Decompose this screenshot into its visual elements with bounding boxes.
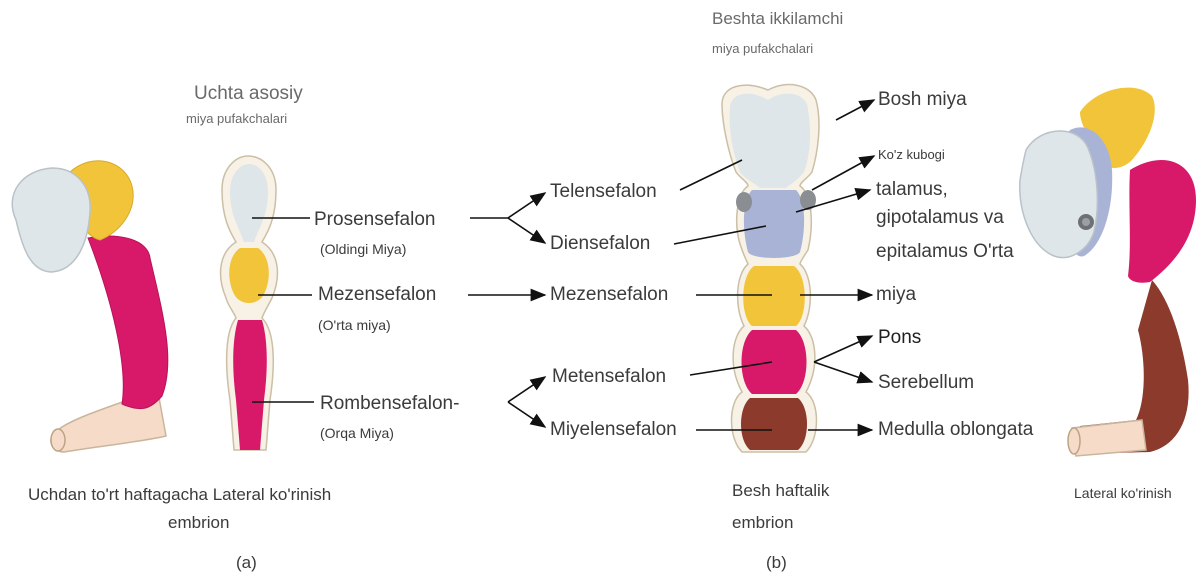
left-lateral-embryo [12,161,168,452]
medulla-label: Medulla oblongata [878,420,1033,439]
right-lateral-embryo [1020,88,1196,456]
bosh-miya-label: Bosh miya [878,90,967,109]
arrow-to-serebellum [814,362,872,382]
koz-kubogi-label: Ko'z kubogi [878,148,945,161]
arrow-to-koz-kubogi [812,156,874,190]
panel-a-label: (a) [236,554,257,571]
rhombencephalon-label: Rombensefalon- [320,394,459,413]
talamus-label-line2: gipotalamus va [876,208,1004,227]
mesencephalon-middle-label: Mezensefalon [550,285,668,304]
arrow-to-telencephalon [508,193,545,218]
panel-b-title-line2: miya pufakchalari [712,42,813,55]
primary-vesicles [221,156,278,450]
metencephalon-label: Metensefalon [552,367,666,386]
panel-b-caption-line2: embrion [732,514,793,531]
right-view-caption: Lateral ko'rinish [1074,486,1172,500]
mesencephalon-label: Mezensefalon [318,285,436,304]
serebellum-label: Serebellum [878,373,974,392]
rhombencephalon-sub-label: (Orqa Miya) [320,426,394,440]
panel-b-title-line1: Beshta ikkilamchi [712,10,843,27]
talamus-label-line1: talamus, [876,180,948,199]
myelencephalon-label: Miyelensefalon [550,420,677,439]
diencephalon-label: Diensefalon [550,234,650,253]
miya-label: miya [876,285,916,304]
mesencephalon-sub-label: (O'rta miya) [318,318,391,332]
prosencephalon-sub-label: (Oldingi Miya) [320,242,406,256]
arrow-to-pons [814,336,872,362]
telencephalon-label: Telensefalon [550,182,657,201]
arrow-to-myelencephalon [508,402,545,427]
arrow-to-diencephalon [508,218,545,243]
arrow-to-metencephalon [508,377,545,402]
panel-a-caption-line1: Uchdan to'rt haftagacha Lateral ko'rinis… [28,486,331,503]
panel-a-title-line1: Uchta asosiy [194,84,303,103]
pons-label: Pons [878,328,921,347]
panel-b-caption-line1: Besh haftalik [732,482,829,499]
panel-a-title-line2: miya pufakchalari [186,112,287,125]
panel-a-caption-line2: embrion [168,514,229,531]
secondary-vesicles [722,85,819,452]
talamus-label-line3: epitalamus O'rta [876,242,1014,261]
telencephalon-leader [680,160,742,190]
panel-b-label: (b) [766,554,787,571]
arrow-to-bosh-miya [836,100,874,120]
prosencephalon-label: Prosensefalon [314,210,435,229]
